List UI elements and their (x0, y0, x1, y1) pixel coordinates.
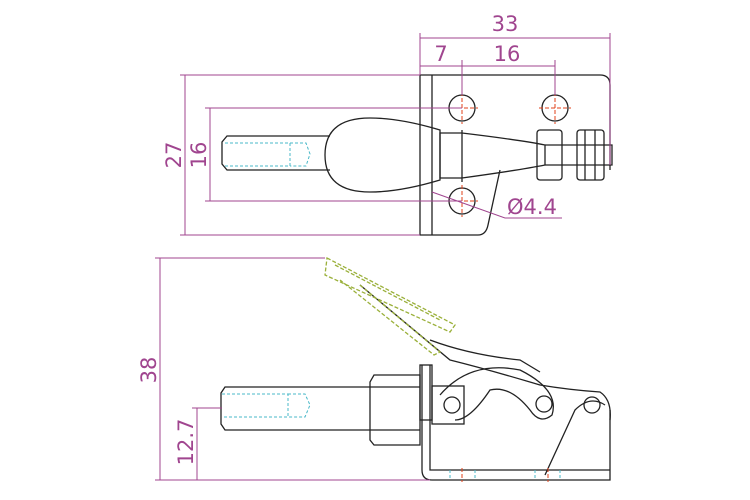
dim-38: 38 (137, 357, 161, 384)
handle-grip-side (324, 256, 456, 356)
handle-grip (324, 117, 441, 193)
handle-lever (359, 284, 611, 421)
handle-arm (439, 130, 546, 182)
plunger-rod (221, 135, 330, 171)
side-dimensions: 38 12.7 (137, 257, 430, 481)
dim-7: 7 (434, 42, 447, 66)
plunger-block (431, 385, 465, 425)
dim-hole-diameter: Ø4.4 (507, 195, 557, 219)
dim-16-v: 16 (187, 142, 211, 169)
pivot-pin (535, 395, 553, 413)
support-arm (544, 400, 606, 476)
thread-hidden (225, 142, 311, 167)
pivot-pin (583, 396, 601, 414)
dim-27: 27 (162, 142, 186, 169)
dim-16-h: 16 (494, 42, 521, 66)
bracket (421, 365, 611, 481)
link (439, 367, 554, 421)
link-block (536, 129, 563, 181)
dim-12-7: 12.7 (174, 419, 198, 466)
side-view (220, 256, 611, 482)
collar (369, 374, 421, 446)
thread-hidden-side (222, 393, 311, 418)
plunger-rod-side (220, 386, 420, 431)
pivot-pin (443, 396, 461, 414)
top-dimensions: 33 7 16 27 16 Ø4.4 (162, 12, 611, 236)
pivot-block (576, 129, 605, 181)
dim-33: 33 (492, 12, 519, 36)
